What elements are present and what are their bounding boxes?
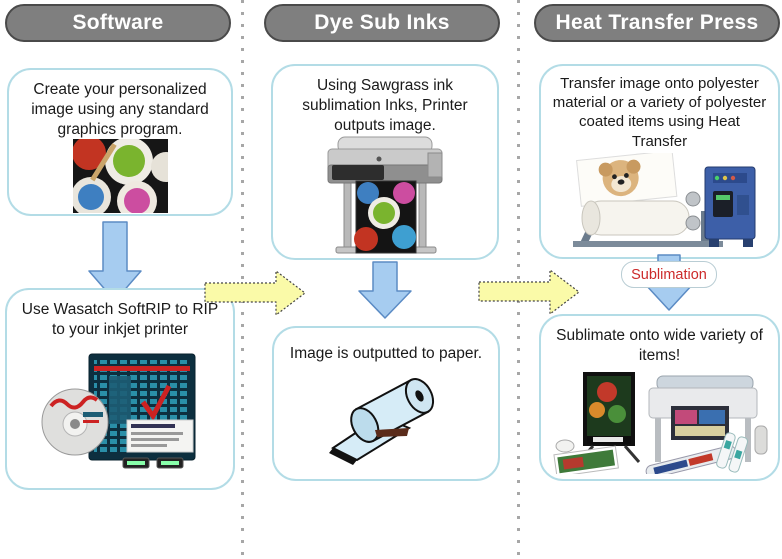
arrow-right-icon (204, 269, 308, 322)
wasatch-softrip-box-image (39, 340, 201, 482)
sublimation-label-text: Sublimation (631, 266, 707, 283)
header-heat-transfer-press-label: Heat Transfer Press (555, 11, 759, 34)
sublimation-label: Sublimation (621, 261, 717, 288)
arrow-right-icon (478, 268, 582, 321)
column-divider (241, 0, 244, 559)
box-sublimate-items-text: Sublimate onto wide variety of items! (556, 327, 763, 364)
column-divider (517, 0, 520, 559)
sublimated-products-image (549, 366, 771, 474)
arrow-down-icon (355, 261, 415, 326)
box-paper-output-text: Image is outputted to paper. (289, 345, 483, 362)
box-wasatch-softrip: Use Wasatch SoftRIP to RIP to your inkje… (5, 288, 235, 490)
box-heat-transfer: Transfer image onto polyester material o… (539, 64, 780, 259)
header-dye-sub-inks-label: Dye Sub Inks (314, 11, 450, 34)
box-create-image-text: Create your personalized image using any… (31, 81, 209, 138)
header-software: Software (5, 4, 231, 42)
box-paper-output: Image is outputted to paper. (272, 326, 500, 481)
header-heat-transfer-press: Heat Transfer Press (534, 4, 780, 42)
header-dye-sub-inks: Dye Sub Inks (264, 4, 500, 42)
box-create-image: Create your personalized image using any… (7, 68, 233, 216)
paint-pots-image (72, 139, 168, 214)
box-sawgrass-printer-text: Using Sawgrass ink sublimation Inks, Pri… (302, 77, 468, 134)
heat-transfer-press-image (551, 151, 769, 251)
paper-roll-image (323, 364, 449, 473)
box-sawgrass-printer: Using Sawgrass ink sublimation Inks, Pri… (271, 64, 499, 260)
header-software-label: Software (72, 11, 164, 34)
arrow-down-icon (85, 221, 145, 308)
box-wasatch-softrip-text: Use Wasatch SoftRIP to RIP to your inkje… (21, 301, 219, 338)
box-heat-transfer-text: Transfer image onto polyester material o… (552, 75, 767, 150)
wide-format-printer-image (316, 135, 454, 257)
box-sublimate-items: Sublimate onto wide variety of items! (539, 314, 780, 481)
